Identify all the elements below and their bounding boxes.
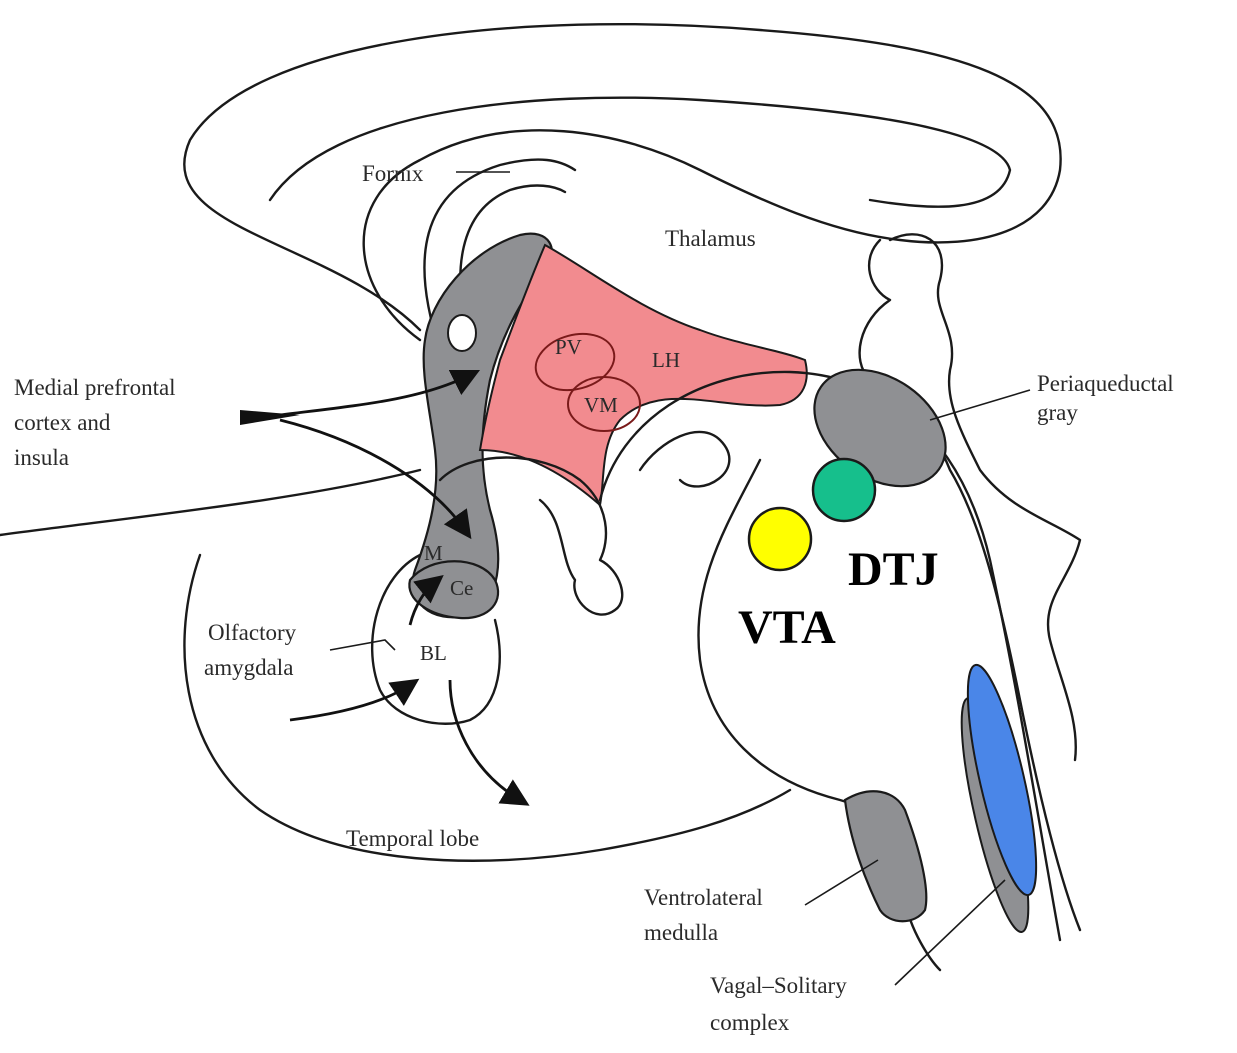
- ventrolateral-medulla-region: [845, 791, 926, 921]
- temporal-lobe-label: Temporal lobe: [346, 826, 479, 851]
- pv-label: PV: [555, 335, 582, 359]
- vm-label: VM: [584, 393, 618, 417]
- vta-marker: [749, 508, 811, 570]
- dtj-marker: [813, 459, 875, 521]
- olfactory-pointer: [330, 640, 395, 650]
- olfactory-bidir-arrow: [290, 685, 410, 720]
- olfactory-label-1: Olfactory: [208, 620, 297, 645]
- mpfc-label-1: Medial prefrontal: [14, 375, 176, 400]
- mammillary-outline: [640, 432, 729, 487]
- bl-label: BL: [420, 641, 447, 665]
- vta-label: VTA: [738, 601, 836, 654]
- periaqueductal-label-1: Periaqueductal: [1037, 371, 1174, 396]
- lh-label: LH: [652, 348, 680, 372]
- frontal-base-outline: [0, 470, 420, 535]
- temporal-bidir-arrow: [450, 680, 520, 800]
- mpfc-label-3: insula: [14, 445, 69, 470]
- vlm-label-1: Ventrolateral: [644, 885, 763, 910]
- mpfc-label-2: cortex and: [14, 410, 111, 435]
- dtj-label: DTJ: [848, 543, 939, 596]
- m-label: M: [424, 541, 443, 565]
- vagal-label-2: complex: [710, 1010, 790, 1035]
- fornix-label: Fornix: [362, 161, 424, 186]
- vlm-label-2: medulla: [644, 920, 718, 945]
- thalamus-label: Thalamus: [665, 226, 756, 251]
- vagal-label-1: Vagal–Solitary: [710, 973, 847, 998]
- periaqueductal-pointer: [930, 390, 1030, 420]
- olfactory-label-2: amygdala: [204, 655, 293, 680]
- periaqueductal-label-2: gray: [1037, 400, 1078, 425]
- ce-label: Ce: [450, 576, 473, 600]
- fornix-column-hole: [448, 315, 476, 351]
